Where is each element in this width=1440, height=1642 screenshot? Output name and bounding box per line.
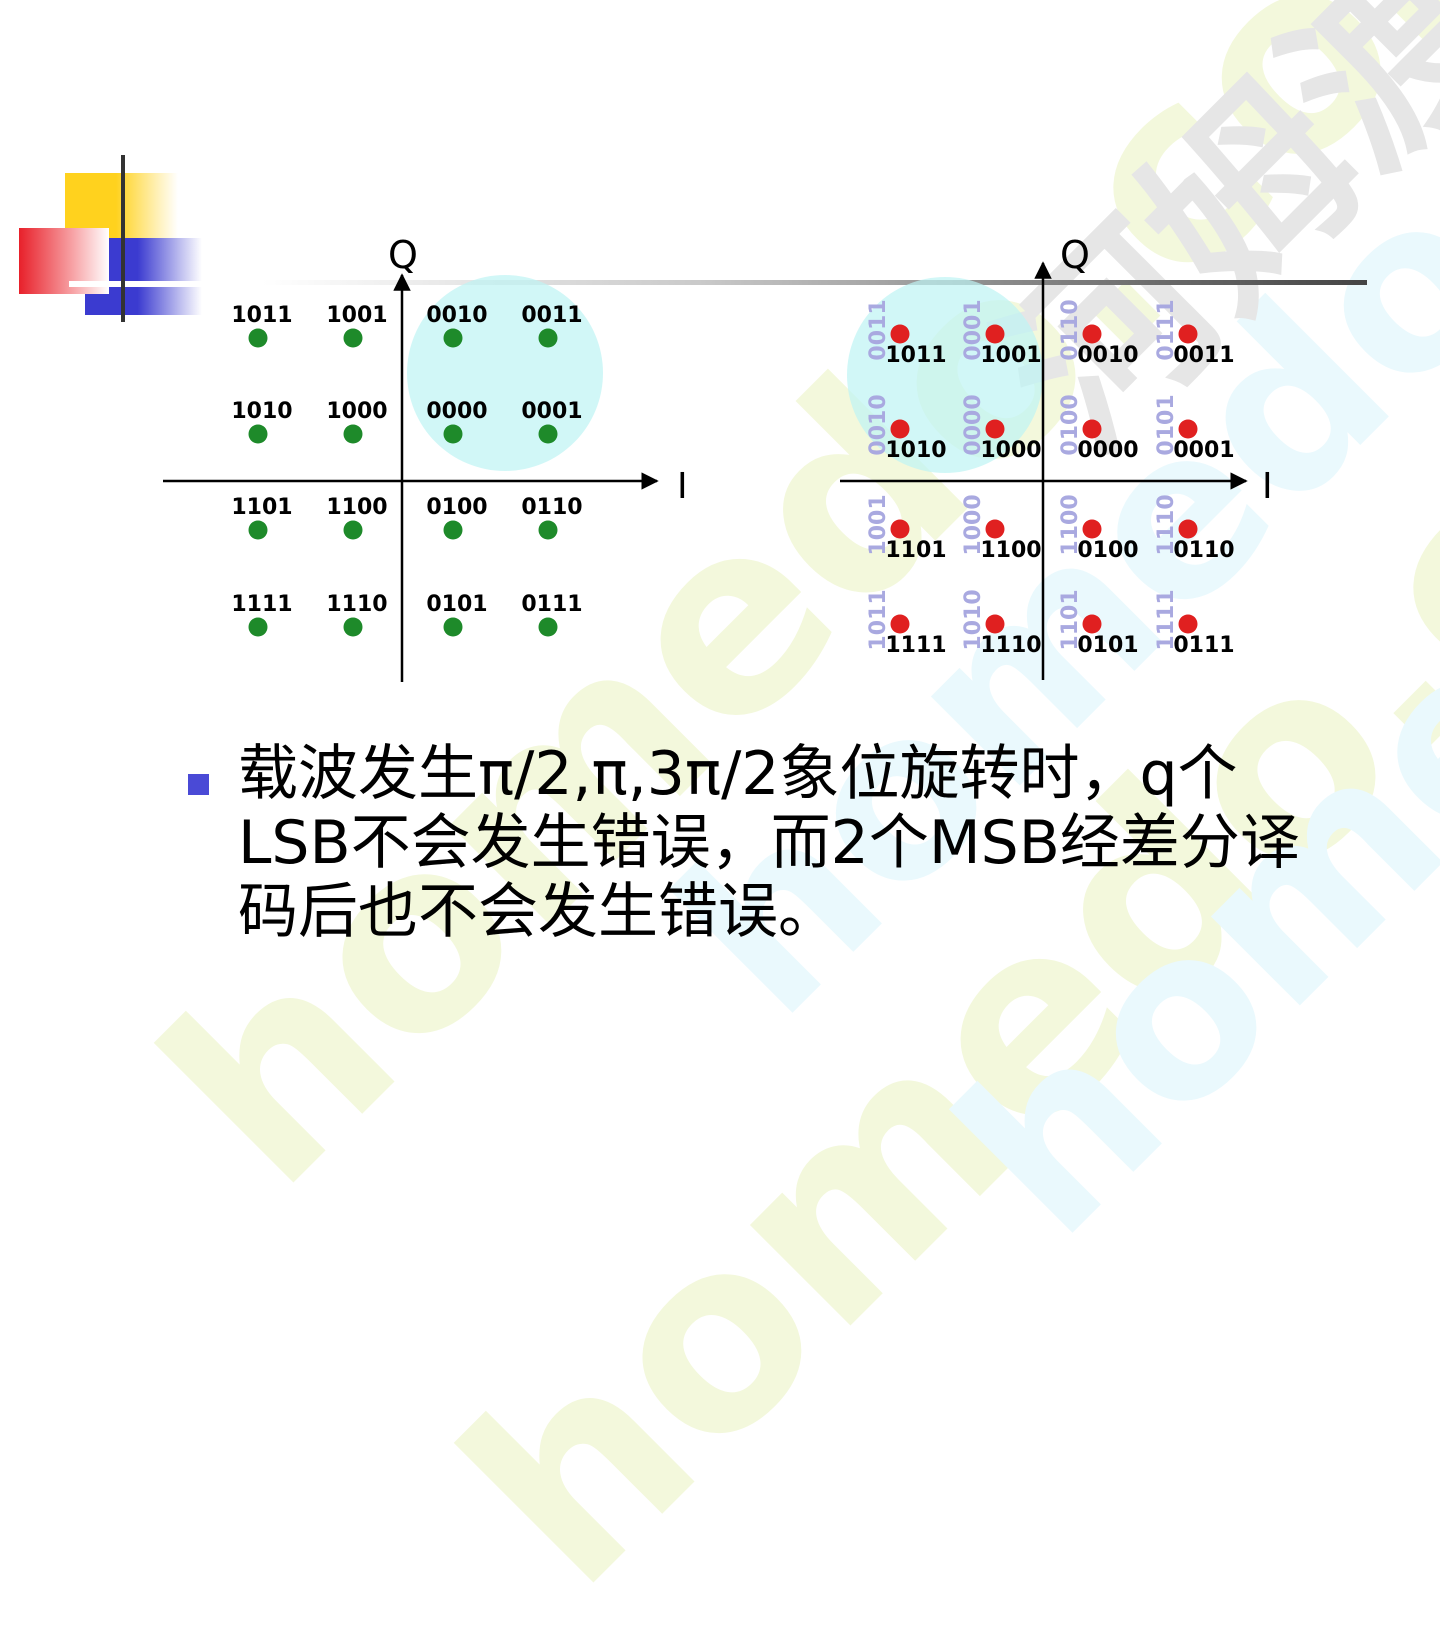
right-rotated-label-1111: 1111 xyxy=(1154,589,1179,650)
right-point-1101 xyxy=(890,519,910,539)
right-rotated-label-0111: 0111 xyxy=(1154,299,1179,360)
right-point-1010 xyxy=(890,419,910,439)
left-i-label: I xyxy=(677,466,688,507)
right-rotated-label-0001: 0001 xyxy=(961,299,986,360)
right-point-0000 xyxy=(1082,419,1102,439)
left-point-0100 xyxy=(443,520,463,540)
left-point-0000 xyxy=(443,424,463,444)
right-point-1111 xyxy=(890,614,910,634)
right-rotated-label-1101: 1101 xyxy=(1058,589,1083,650)
left-label-1101: 1101 xyxy=(231,495,292,520)
right-point-1011 xyxy=(890,324,910,344)
right-label-0010: 0010 xyxy=(1077,343,1138,368)
right-point-0010 xyxy=(1082,324,1102,344)
right-rotated-label-1010: 1010 xyxy=(961,589,986,650)
right-label-0001: 0001 xyxy=(1173,438,1234,463)
right-point-0001 xyxy=(1178,419,1198,439)
right-point-0100 xyxy=(1082,519,1102,539)
right-label-0100: 0100 xyxy=(1077,538,1138,563)
right-label-1011: 1011 xyxy=(885,343,946,368)
right-point-0011 xyxy=(1178,324,1198,344)
deco-white-strip xyxy=(69,281,202,287)
right-label-1100: 1100 xyxy=(980,538,1041,563)
left-point-0010 xyxy=(443,328,463,348)
right-label-1010: 1010 xyxy=(885,438,946,463)
left-point-1101 xyxy=(248,520,268,540)
right-label-1000: 1000 xyxy=(980,438,1041,463)
right-q-label: Q xyxy=(1060,233,1090,277)
right-label-1111: 1111 xyxy=(885,633,946,658)
left-label-0110: 0110 xyxy=(521,495,582,520)
right-point-0110 xyxy=(1178,519,1198,539)
left-label-1001: 1001 xyxy=(326,303,387,328)
left-label-1000: 1000 xyxy=(326,399,387,424)
right-rotated-label-0101: 0101 xyxy=(1154,394,1179,455)
left-point-1000 xyxy=(343,424,363,444)
right-label-0110: 0110 xyxy=(1173,538,1234,563)
right-rotated-label-1001: 1001 xyxy=(866,494,891,555)
bullet-marker xyxy=(188,774,209,795)
left-highlight-circle xyxy=(407,275,603,471)
right-rotated-label-0011: 0011 xyxy=(866,299,891,360)
left-point-1001 xyxy=(343,328,363,348)
right-rotated-label-0110: 0110 xyxy=(1058,299,1083,360)
right-point-0111 xyxy=(1178,614,1198,634)
bullet-line-3: 码后也不会发生错误。 xyxy=(238,877,838,947)
left-label-0100: 0100 xyxy=(426,495,487,520)
left-label-1111: 1111 xyxy=(231,592,292,617)
left-label-0101: 0101 xyxy=(426,592,487,617)
left-point-1010 xyxy=(248,424,268,444)
right-rotated-label-0100: 0100 xyxy=(1058,394,1083,455)
right-point-1110 xyxy=(985,614,1005,634)
right-point-1100 xyxy=(985,519,1005,539)
left-point-1111 xyxy=(248,617,268,637)
right-point-1000 xyxy=(985,419,1005,439)
bullet-paragraph: 载波发生π/2,π,3π/2象位旋转时，q个 LSB不会发生错误，而2个MSB经… xyxy=(238,740,1368,947)
left-constellation: Q I 1011 1001 0010 0011 1010 1000 0000 0001 1101… xyxy=(163,233,688,682)
right-label-0000: 0000 xyxy=(1077,438,1138,463)
right-label-1110: 1110 xyxy=(980,633,1041,658)
right-rotated-label-1100: 1100 xyxy=(1058,494,1083,555)
right-point-0101 xyxy=(1082,614,1102,634)
left-label-0111: 0111 xyxy=(521,592,582,617)
left-point-1100 xyxy=(343,520,363,540)
left-point-1110 xyxy=(343,617,363,637)
bullet-line-1: 载波发生π/2,π,3π/2象位旋转时，q个 xyxy=(238,739,1238,809)
right-rotated-label-0010: 0010 xyxy=(866,394,891,455)
left-label-0001: 0001 xyxy=(521,399,582,424)
left-label-1100: 1100 xyxy=(326,495,387,520)
right-rotated-label-1011: 1011 xyxy=(866,589,891,650)
left-label-1010: 1010 xyxy=(231,399,292,424)
left-point-1011 xyxy=(248,328,268,348)
left-point-0110 xyxy=(538,520,558,540)
right-label-1001: 1001 xyxy=(980,343,1041,368)
left-point-0111 xyxy=(538,617,558,637)
left-label-1011: 1011 xyxy=(231,303,292,328)
left-label-0011: 0011 xyxy=(521,303,582,328)
left-point-0011 xyxy=(538,328,558,348)
left-point-0001 xyxy=(538,424,558,444)
left-point-0101 xyxy=(443,617,463,637)
left-q-label: Q xyxy=(388,233,418,277)
left-label-0000: 0000 xyxy=(426,399,487,424)
right-label-0011: 0011 xyxy=(1173,343,1234,368)
deco-vertical-line xyxy=(121,155,125,322)
right-label-1101: 1101 xyxy=(885,538,946,563)
title-rule xyxy=(262,280,1367,285)
left-label-0010: 0010 xyxy=(426,303,487,328)
right-rotated-label-1110: 1110 xyxy=(1154,494,1179,555)
right-i-label: I xyxy=(1262,466,1273,507)
right-label-0111: 0111 xyxy=(1173,633,1234,658)
bullet-line-2: LSB不会发生错误，而2个MSB经差分译 xyxy=(238,808,1300,878)
right-label-0101: 0101 xyxy=(1077,633,1138,658)
left-label-1110: 1110 xyxy=(326,592,387,617)
right-rotated-label-0000: 0000 xyxy=(961,394,986,455)
right-rotated-label-1000: 1000 xyxy=(961,494,986,555)
right-point-1001 xyxy=(985,324,1005,344)
